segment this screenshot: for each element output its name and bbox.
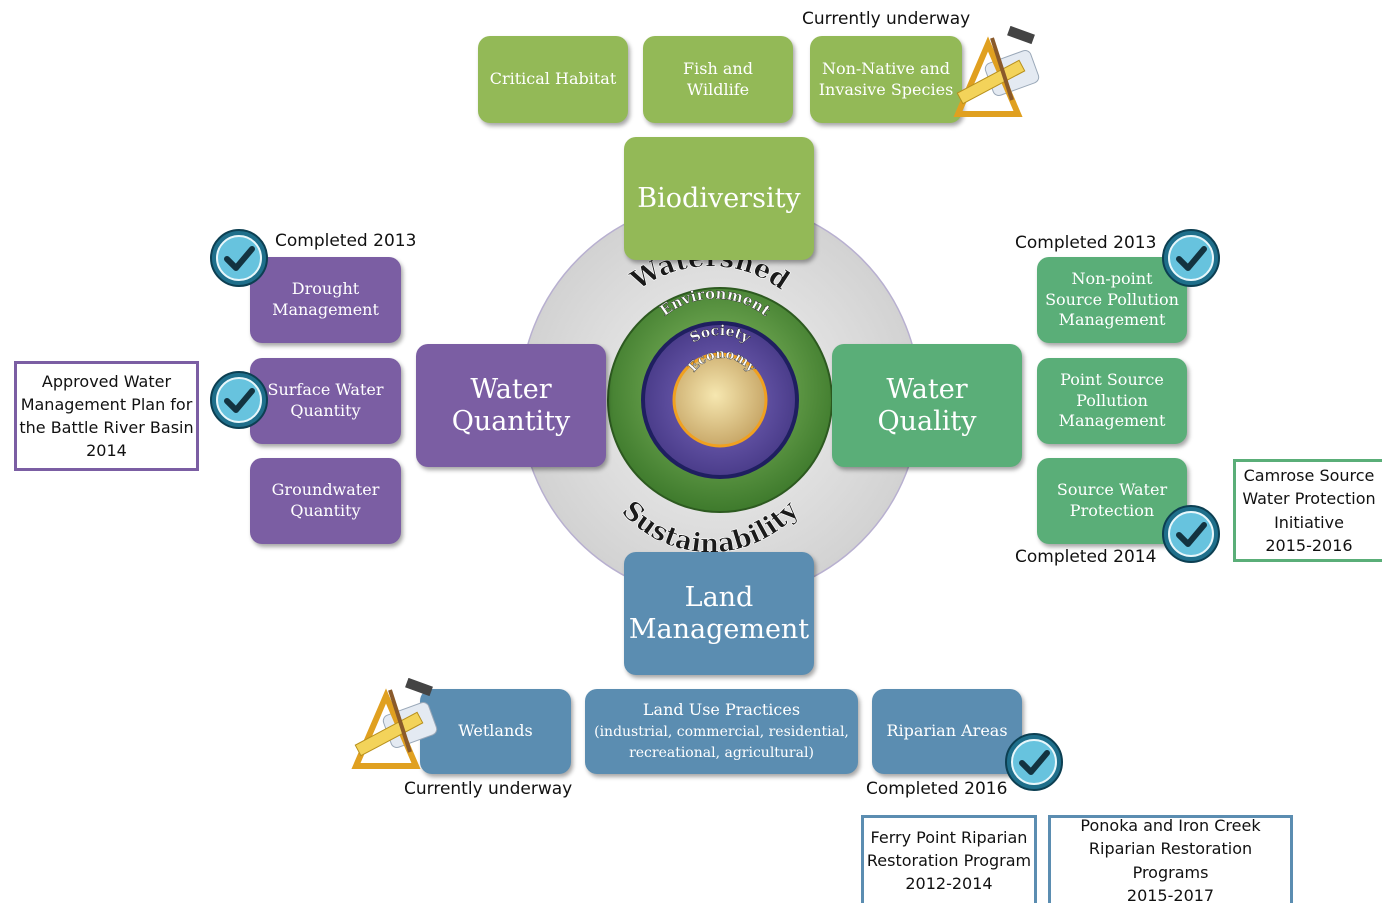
source-water-status: Completed 2014 (1015, 547, 1157, 567)
biodiversity-theme: Biodiversity (624, 137, 814, 260)
land-use-practices-topic: Land Use Practices(industrial, commercia… (585, 689, 858, 774)
invasive-status: Currently underway (802, 9, 971, 29)
biodiversity-theme-label: Biodiversity (637, 182, 801, 214)
economy-ring (672, 352, 768, 448)
checkmark-badge-icon (1162, 229, 1220, 287)
checkmark-badge-icon (1162, 505, 1220, 563)
checkmark-badge-icon (210, 371, 268, 429)
drought-status: Completed 2013 (275, 231, 417, 251)
riparian-status: Completed 2016 (866, 779, 1008, 799)
drafting-tools-icon (953, 26, 1040, 117)
checkmark-badge-icon (210, 229, 268, 287)
drafting-tools-icon (351, 678, 438, 769)
riparian-areas-topic: Riparian Areas (872, 689, 1022, 774)
wetlands-status: Currently underway (404, 779, 573, 799)
critical-habitat-topic: Critical Habitat (478, 36, 628, 123)
nonpoint-status: Completed 2013 (1015, 233, 1157, 253)
checkmark-badge-icon (1005, 733, 1063, 791)
wetlands-topic: Wetlands (420, 689, 571, 774)
